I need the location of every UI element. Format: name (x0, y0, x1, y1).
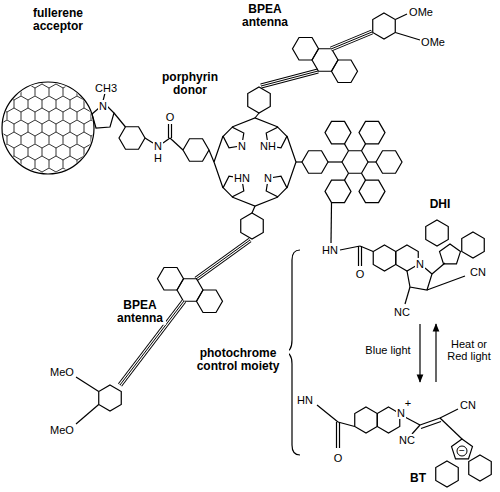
atom-label: N (98, 100, 108, 112)
part-name: fullerene acceptor (22, 7, 94, 33)
charge-label: − (457, 446, 468, 457)
part-name: BPEA antenna (114, 299, 166, 325)
atom-label: HN (321, 244, 339, 256)
part-name: DHI (429, 198, 452, 211)
atom-label: MeO (49, 366, 75, 378)
condition-label: Heat or Red light (440, 338, 498, 362)
atom-label: N (396, 407, 406, 419)
atom-label: OMe (408, 6, 434, 18)
atom-label: HN (233, 172, 251, 184)
atom-label: MeO (49, 424, 75, 436)
atom-label: H (153, 152, 163, 164)
atom-label: CN (469, 266, 487, 278)
part-name: photochrome control moiety (187, 347, 289, 373)
atom-label: O (165, 111, 176, 123)
atom-label: N (415, 258, 425, 270)
atom-label: NH (259, 140, 277, 152)
atom-label: HN (296, 394, 314, 406)
atom-label: NC (393, 306, 411, 318)
condition-label: Blue light (364, 344, 411, 356)
atom-label: N (237, 140, 247, 152)
atom-label: CN (459, 399, 477, 411)
part-name: porphyrin donor (154, 71, 226, 97)
atom-label: O (355, 268, 366, 280)
part-name: BT (409, 472, 427, 485)
atom-label: OMe (420, 36, 446, 48)
part-name: BPEA antenna (239, 3, 291, 29)
atom-label: NC (398, 434, 416, 446)
atom-label: CH3 (94, 82, 118, 94)
atom-label: N (153, 140, 163, 152)
atom-label: O (333, 452, 344, 464)
atom-label: N (263, 172, 273, 184)
